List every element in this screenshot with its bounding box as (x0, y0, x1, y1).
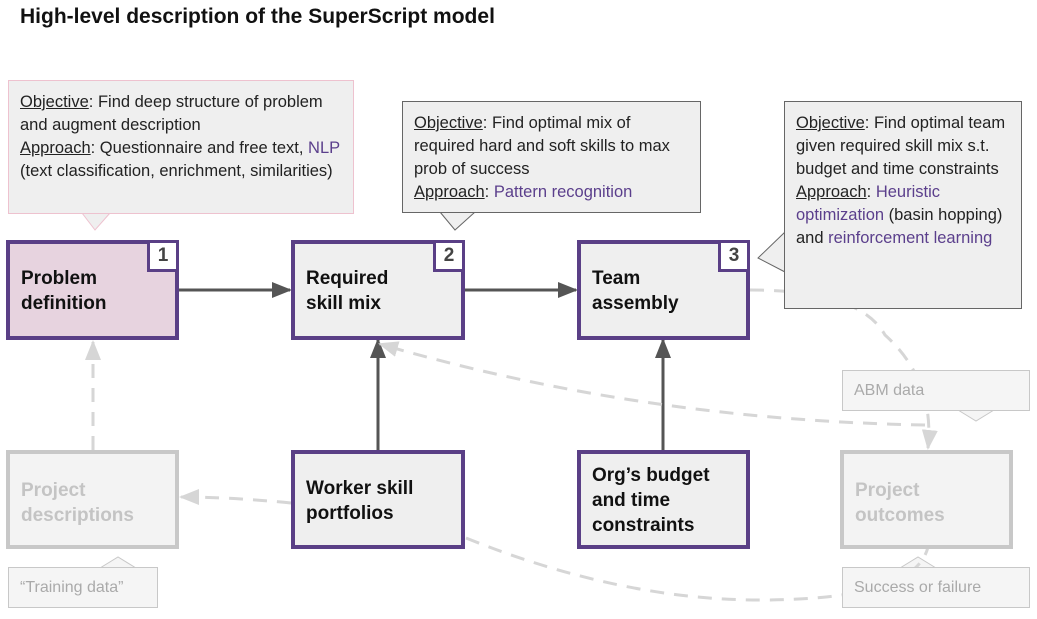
approach-text: : (484, 183, 494, 201)
org-budget-box: Org’s budget and time constraints (577, 450, 750, 549)
approach-tail: (text classification, enrichment, simila… (20, 162, 333, 180)
arrow-worker-to-outcomes (465, 536, 930, 602)
objective-label: Objective (20, 93, 89, 111)
approach-text: : (866, 183, 876, 201)
callout-pointer-skills (439, 211, 476, 231)
approach-label: Approach (20, 139, 91, 157)
approach-mid: (basin hopping) and (796, 206, 1003, 247)
tag-pointer-abm (957, 409, 995, 422)
box-label-line: Project (21, 480, 86, 501)
arrow-worker-to-descriptions (179, 489, 292, 506)
project-outcomes-box: Project outcomes (840, 450, 1013, 549)
callout-pointer-problem (81, 212, 111, 231)
approach-text: : Questionnaire and free text, (90, 139, 309, 157)
worker-skill-portfolios-box: Worker skill portfolios (291, 450, 465, 549)
box-label-line: assembly (592, 293, 679, 314)
training-data-tag: “Training data” (8, 567, 158, 608)
objective-text: : Find optimal mix of required hard and … (414, 114, 670, 178)
step-number-badge: 3 (718, 240, 750, 272)
success-failure-tag: Success or failure (842, 567, 1030, 608)
box-label-line: skill mix (306, 293, 381, 314)
box-label-line: definition (21, 293, 107, 314)
callout-problem-definition: Objective: Find deep structure of proble… (8, 80, 354, 214)
objective-text: : Find optimal team given required skill… (796, 114, 1006, 178)
approach-highlight: NLP (308, 139, 340, 157)
objective-label: Objective (414, 114, 483, 132)
box-label-line: and time (592, 490, 671, 511)
project-descriptions-box: Project descriptions (6, 450, 179, 549)
box-label-line: Project (855, 480, 920, 501)
team-assembly-box: 3 Team assembly (577, 240, 750, 340)
box-label-line: Problem (21, 268, 98, 289)
box-label-line: constraints (592, 515, 695, 536)
step-number-badge: 1 (147, 240, 179, 272)
objective-text: : Find deep structure of problem and aug… (20, 93, 323, 134)
objective-label: Objective (796, 114, 865, 132)
box-label-line: Org’s budget (592, 465, 710, 486)
box-label-line: outcomes (855, 505, 945, 526)
callout-pointer-team (757, 231, 786, 273)
callout-required-skill-mix: Objective: Find optimal mix of required … (402, 101, 701, 213)
step-number-badge: 2 (433, 240, 465, 272)
arrow-outcomes-to-skill (378, 341, 926, 427)
approach-highlight-2: reinforcement learning (828, 229, 993, 247)
arrow-team-to-outcomes (749, 288, 938, 450)
approach-highlight: Heuristic optimization (796, 183, 940, 224)
abm-data-tag: ABM data (842, 370, 1030, 411)
tag-pointer-training (99, 556, 137, 569)
approach-label: Approach (796, 183, 867, 201)
tag-pointer-success (899, 556, 937, 569)
callout-team-assembly: Objective: Find optimal team given requi… (784, 101, 1022, 309)
approach-label: Approach (414, 183, 485, 201)
box-label-line: portfolios (306, 503, 394, 524)
diagram-title: High-level description of the SuperScrip… (20, 5, 495, 28)
box-label-line: Required (306, 268, 389, 289)
box-label-line: Team (592, 268, 641, 289)
problem-definition-box: 1 Problem definition (6, 240, 179, 340)
box-label-line: Worker skill (306, 478, 414, 499)
box-label-line: descriptions (21, 505, 134, 526)
required-skill-mix-box: 2 Required skill mix (291, 240, 465, 340)
approach-highlight: Pattern recognition (493, 183, 633, 201)
